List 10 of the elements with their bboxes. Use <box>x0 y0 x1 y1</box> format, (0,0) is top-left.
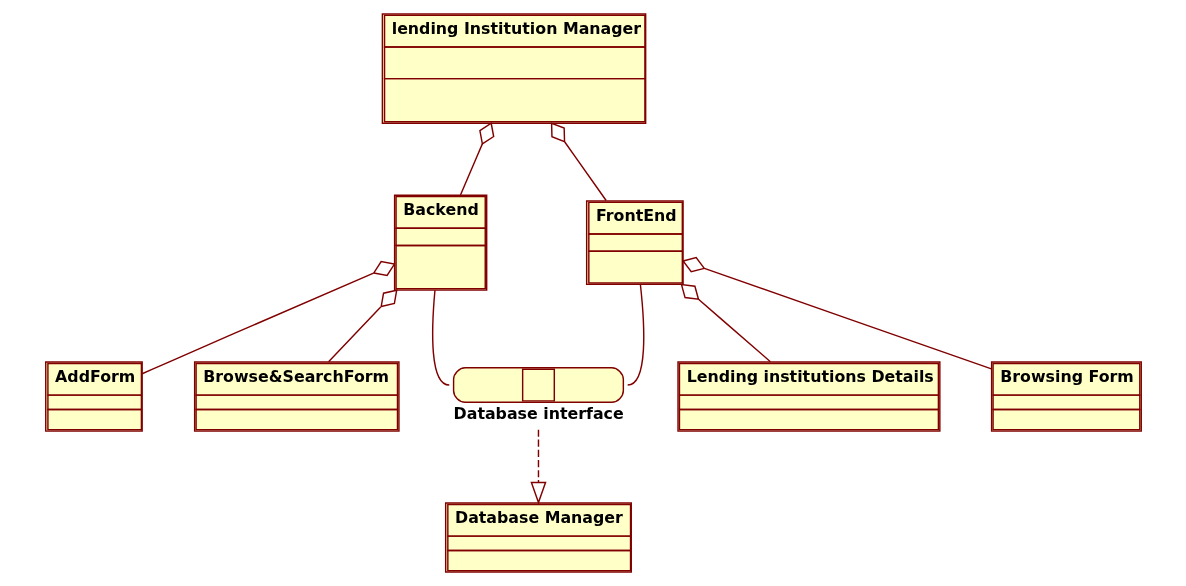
connector <box>626 283 644 386</box>
connector <box>459 122 494 196</box>
connector <box>327 289 398 363</box>
arrow <box>529 428 547 505</box>
connector <box>431 289 450 386</box>
connector <box>141 260 396 375</box>
connector <box>680 283 771 363</box>
node-label: Database interface <box>453 404 624 424</box>
connector <box>681 256 992 370</box>
connector <box>550 122 607 202</box>
